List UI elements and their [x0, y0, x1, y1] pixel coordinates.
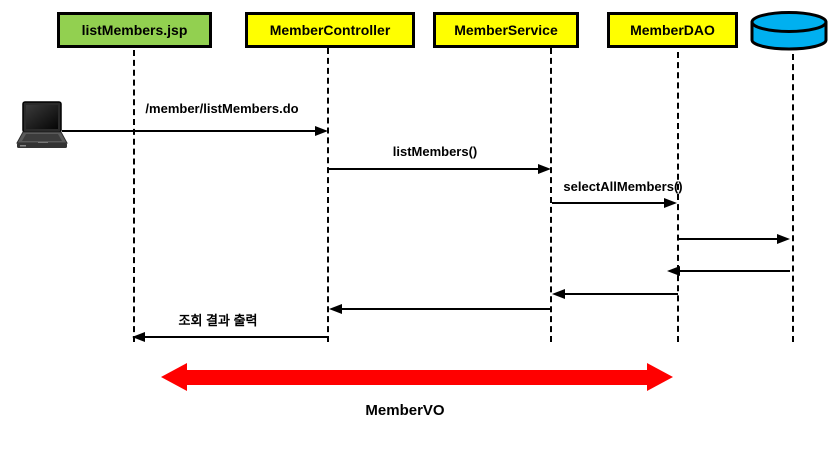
membervo-arrow-bar: [185, 370, 648, 385]
actor-box-memberservice: MemberService: [433, 12, 579, 48]
message-label-3: selectAllMembers(): [563, 179, 683, 194]
laptop-icon: [14, 101, 70, 153]
message-line-7: [342, 308, 550, 310]
message-line-2: [329, 168, 540, 170]
actor-label-memberdao: MemberDAO: [630, 22, 715, 38]
lifeline-controller: [327, 48, 329, 342]
arrowhead-left-5: [667, 266, 680, 276]
arrowhead-left-7: [329, 304, 342, 314]
message-line-5: [680, 270, 790, 272]
arrowhead-right-1: [315, 126, 328, 136]
arrowhead-right-3: [664, 198, 677, 208]
actor-label-memberservice: MemberService: [454, 22, 558, 38]
message-label-1: /member/listMembers.do: [145, 101, 299, 116]
actor-box-listmembers-jsp: listMembers.jsp: [57, 12, 212, 48]
actor-label-listmembers-jsp: listMembers.jsp: [81, 22, 188, 38]
database-cylinder-icon: [748, 10, 830, 54]
lifeline-jsp: [133, 50, 135, 342]
membervo-arrowhead-right: [647, 363, 673, 391]
message-label-2: listMembers(): [392, 144, 478, 159]
message-label-8: 조회 결과 출력: [178, 313, 258, 328]
message-line-3: [552, 202, 665, 204]
message-line-1: [62, 130, 318, 132]
actor-box-membercontroller: MemberController: [245, 12, 415, 48]
arrowhead-right-2: [538, 164, 551, 174]
message-line-8: [145, 336, 328, 338]
lifeline-dao: [677, 52, 679, 342]
message-line-4: [679, 238, 779, 240]
arrowhead-right-4: [777, 234, 790, 244]
message-line-6: [565, 293, 678, 295]
membervo-label: MemberVO: [365, 402, 445, 419]
membervo-arrowhead-left: [161, 363, 187, 391]
lifeline-service: [550, 48, 552, 342]
arrowhead-left-6: [552, 289, 565, 299]
lifeline-database: [792, 54, 794, 342]
actor-label-membercontroller: MemberController: [269, 22, 391, 38]
arrowhead-left-8: [132, 332, 145, 342]
actor-box-memberdao: MemberDAO: [607, 12, 738, 48]
